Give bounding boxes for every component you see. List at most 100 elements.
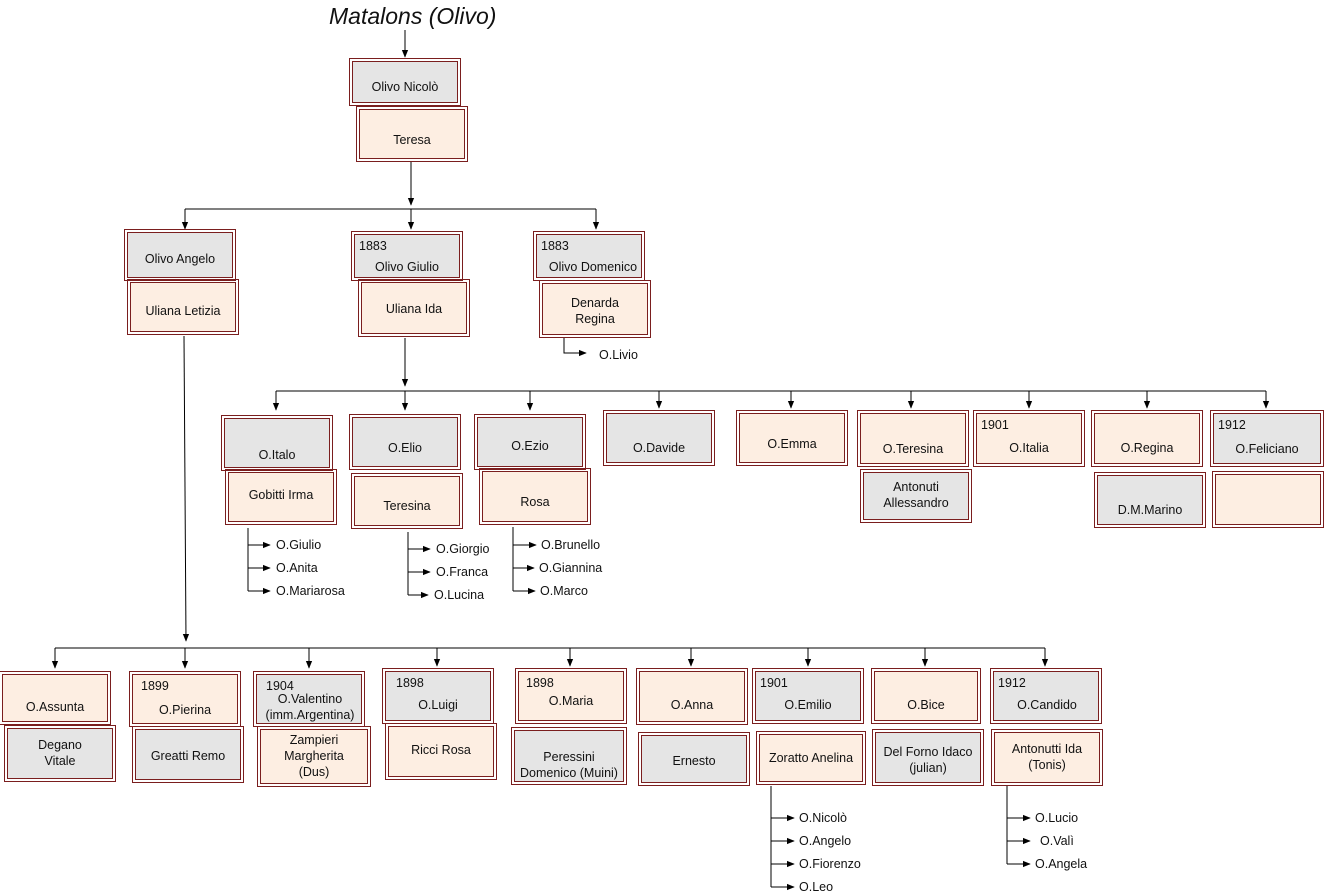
child-name: O.Feliciano [1235,442,1299,456]
child-name: O.Ezio [511,439,549,453]
child-box: O.Italo [221,415,333,471]
spouse-name: Antonutti Ida (Tonis) [1011,742,1083,772]
child-name: O.Maria [548,694,594,708]
birth-year: 1898 [526,676,554,690]
child-name: O.Luigi [418,698,458,712]
grandchild-name: O.Nicolò [799,811,847,825]
spouse-box: Zampieri Margherita (Dus) [257,726,371,787]
spouse-name: D.M.Marino [1117,503,1183,517]
birth-year: 1901 [760,676,788,690]
grandchild-name: O.Fiorenzo [799,857,861,871]
gen1-husband-name: Olivo Giulio [375,260,439,274]
grandchild-name: O.Brunello [541,538,601,552]
child-box: O.Ezio [474,414,586,470]
child-box: O.Teresina [857,410,969,467]
spouse-name: Zampieri Margherita (Dus) [284,733,344,779]
child-name: O.Emma [767,437,817,451]
grandchild-name: O.Giulio [276,538,322,552]
spouse-box: D.M.Marino [1094,472,1206,528]
child-name: O.Assunta [25,700,85,714]
gen1-wife-name: Uliana Ida [385,302,443,316]
grandchild-name: O.Mariarosa [276,584,345,598]
child-name: O.Candido [1017,698,1077,712]
child-name: O.Pierina [158,703,212,717]
spouse-box: Gobitti Irma [225,469,337,525]
spouse-name: Antonuti Allessandro [883,480,949,510]
grandchild-name: O.Giorgio [436,542,490,556]
gen1-wife-box: Uliana Ida [358,279,470,337]
spouse-box: Degano Vitale [4,725,116,782]
child-box: O.Bice [871,668,981,724]
child-name: O.Elio [387,441,423,455]
child-box: O.Regina [1091,410,1203,467]
root-wife-box: Teresa [356,106,468,162]
grandchild-name: O.Livio [599,348,638,362]
spouse-name: Del Forno Idaco (julian) [883,745,973,775]
birth-year: 1912 [1218,418,1246,432]
child-box: O.Assunta [0,671,111,725]
birth-year: 1901 [981,418,1009,432]
root-wife-name: Teresa [393,133,431,147]
child-box: O.Davide [603,410,715,466]
gen1-wife-name: Denarda Regina [571,296,619,326]
grandchild-name: O.Valì [1040,834,1074,848]
birth-year: 1904 [266,679,294,693]
grandchild-name: O.Franca [436,565,489,579]
spouse-box [1212,471,1324,528]
diagram-title: Matalons (Olivo) [329,3,497,29]
spouse-box: Teresina [351,473,463,529]
grandchild-name: O.Marco [540,584,588,598]
spouse-box: Antonuti Allessandro [860,469,972,523]
child-name: O.Valentino (imm.Argentina) [265,692,355,722]
grandchild-name: O.Angela [1035,857,1088,871]
birth-year: 1883 [541,239,569,253]
gen1-wife-box: Denarda Regina [539,280,651,338]
birth-year: 1883 [359,239,387,253]
child-box: O.Elio [349,414,461,470]
child-name: O.Italo [258,448,296,462]
spouse-box: Antonutti Ida (Tonis) [991,729,1103,786]
child-name: O.Italia [1009,441,1049,455]
child-box: O.Emma [736,410,848,466]
child-name: O.Davide [632,441,686,455]
child-name: O.Regina [1120,441,1174,455]
spouse-name: Rosa [520,495,550,509]
spouse-name: Ernesto [672,754,716,768]
root-husband-name: Olivo Nicolò [371,80,439,94]
spouse-box: Ricci Rosa [385,723,497,780]
spouse-name: Ricci Rosa [411,743,471,757]
birth-year: 1912 [998,676,1026,690]
spouse-name: Gobitti Irma [248,488,314,502]
grandchild-name: O.Giannina [539,561,603,575]
child-name: O.Bice [907,698,945,712]
birth-year: 1898 [396,676,424,690]
spouse-name: Zoratto Anelina [768,751,854,765]
child-name: O.Emilio [784,698,832,712]
spouse-box: Peressini Domenico (Muini) [511,727,627,785]
grandchild-name: O.Angelo [799,834,852,848]
gen1-husband-name: Olivo Domenico [548,260,638,274]
gen1-wife-box: Uliana Letizia [127,279,239,335]
spouse-box: Del Forno Idaco (julian) [872,729,984,786]
child-name: O.Anna [670,698,714,712]
grandchild-name: O.Anita [276,561,318,575]
gen1-wife-name: Uliana Letizia [145,304,221,318]
spouse-box: Rosa [479,468,591,525]
birth-year: 1899 [141,679,169,693]
grandchild-name: O.Leo [799,880,834,894]
grandchild-name: O.Lucina [434,588,485,602]
root-husband-box: Olivo Nicolò [349,58,461,106]
spouse-name: Degano Vitale [38,738,82,768]
gen1-husband-box: Olivo Angelo [124,229,236,281]
